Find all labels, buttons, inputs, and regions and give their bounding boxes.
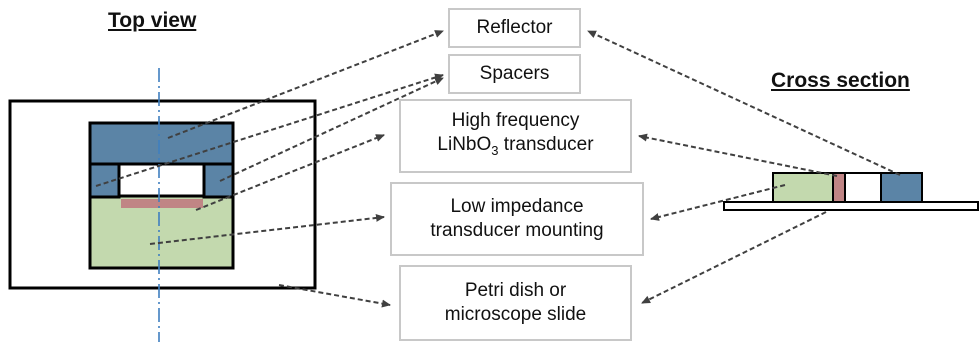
label-reflector-text: Reflector	[476, 17, 553, 38]
arrow-mounting-from-top-view	[149, 213, 385, 245]
arrow-reflector-from-cross-section	[587, 30, 901, 176]
arrow-spacers-from-right-spacer	[219, 77, 444, 182]
arrow-spacers-from-left-spacer	[95, 73, 444, 187]
arrow-transducer-from-top-view	[195, 134, 385, 211]
label-spacers-text: Spacers	[479, 63, 550, 84]
top-view-heading: Top view	[108, 9, 197, 32]
label-chem-subscript: 3	[491, 142, 499, 158]
top-view-blue-reflector	[88, 121, 235, 166]
label-low-impedance-line1: Low impedance	[450, 196, 584, 217]
label-reflector: Reflector	[448, 8, 581, 48]
cross-section-reflector	[880, 172, 923, 203]
label-low-impedance-mounting: Low impedance transducer mounting	[390, 182, 644, 256]
cross-section-transducer	[832, 172, 846, 203]
label-chem-prefix: LiNbO	[437, 134, 492, 156]
arrow-mounting-from-cross-section	[650, 184, 786, 221]
cross-section-gap	[844, 172, 882, 203]
arrow-reflector-from-top-view	[167, 30, 444, 139]
label-high-frequency-transducer: High frequency LiNbO3 transducer	[399, 99, 632, 173]
cross-section-slide	[723, 201, 979, 211]
arrow-petri-from-top-view	[278, 284, 391, 308]
arrow-petri-from-cross-section	[641, 211, 827, 304]
label-transducer-suffix: transducer	[498, 134, 594, 156]
label-petri-line2: microscope slide	[444, 304, 587, 325]
cross-section-green-mounting	[772, 172, 834, 203]
label-high-frequency-line1: High frequency	[451, 110, 580, 132]
label-high-frequency-line2: LiNbO3 transducer	[437, 133, 593, 163]
cross-section-heading: Cross section	[771, 69, 910, 92]
label-petri-dish-slide: Petri dish or microscope slide	[399, 265, 632, 341]
label-petri-line1: Petri dish or	[464, 280, 567, 301]
top-view-transducer-strip	[121, 199, 203, 208]
label-spacers: Spacers	[448, 54, 581, 94]
arrow-transducer-from-cross-section	[638, 133, 838, 177]
top-view-right-spacer	[202, 162, 235, 199]
label-low-impedance-line2: transducer mounting	[430, 220, 604, 241]
